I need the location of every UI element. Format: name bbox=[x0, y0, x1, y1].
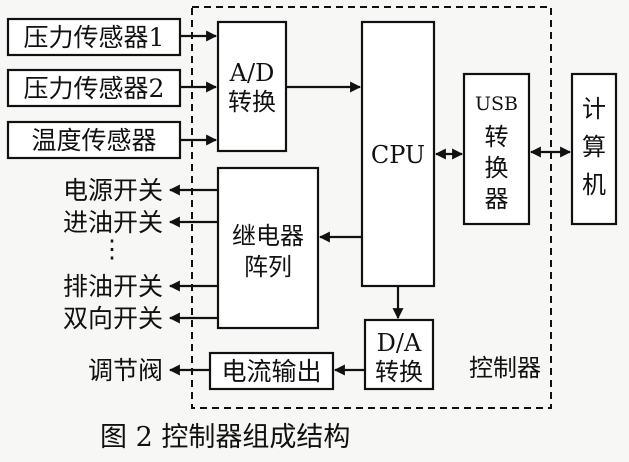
valve-label: 调节阀 bbox=[88, 356, 163, 385]
usb-label-line1: USB bbox=[475, 93, 518, 115]
switch-label-power: 电源开关 bbox=[63, 176, 163, 205]
switch-label-ellipsis: ⋮ bbox=[100, 234, 125, 263]
ad-label-line1: A/D bbox=[229, 59, 275, 87]
figure-caption: 图 2 控制器组成结构 bbox=[100, 422, 350, 453]
da-converter-box bbox=[363, 318, 435, 391]
usb-label-line3: 换 bbox=[485, 154, 509, 182]
switch-label-inlet: 进油开关 bbox=[63, 208, 163, 237]
switch-label-drain: 排油开关 bbox=[63, 272, 163, 301]
computer-box bbox=[570, 72, 618, 226]
cpu-label: CPU bbox=[371, 141, 425, 169]
current-output-label: 电流输出 bbox=[221, 357, 321, 386]
computer-label-line1: 计 bbox=[582, 95, 606, 123]
ad-label-line2: 转换 bbox=[228, 88, 276, 116]
controller-label: 控制器 bbox=[469, 354, 541, 382]
sensor-box-pressure-2 bbox=[6, 68, 182, 108]
computer-label-line3: 机 bbox=[582, 171, 606, 199]
switch-label-bidirectional: 双向开关 bbox=[63, 304, 163, 333]
usb-label-line2: 转 bbox=[485, 123, 509, 151]
da-label-line1: D/A bbox=[377, 329, 422, 357]
relay-label-line1: 继电器 bbox=[232, 222, 304, 250]
sensor-box-pressure-1 bbox=[6, 17, 182, 57]
da-label-line2: 转换 bbox=[375, 358, 423, 386]
usb-label-line4: 器 bbox=[485, 185, 509, 213]
usb-converter-box bbox=[462, 72, 531, 226]
relay-label-line2: 阵列 bbox=[244, 253, 292, 281]
sensor-label-temperature: 温度传感器 bbox=[31, 126, 156, 155]
controller-boundary bbox=[191, 6, 552, 409]
computer-label-line2: 算 bbox=[582, 133, 606, 161]
relay-array-box bbox=[216, 166, 320, 330]
sensor-label-pressure-1: 压力传感器1 bbox=[24, 23, 165, 52]
sensor-label-pressure-2: 压力传感器2 bbox=[24, 74, 165, 103]
cpu-box bbox=[360, 20, 436, 288]
ad-converter-box bbox=[216, 20, 288, 153]
